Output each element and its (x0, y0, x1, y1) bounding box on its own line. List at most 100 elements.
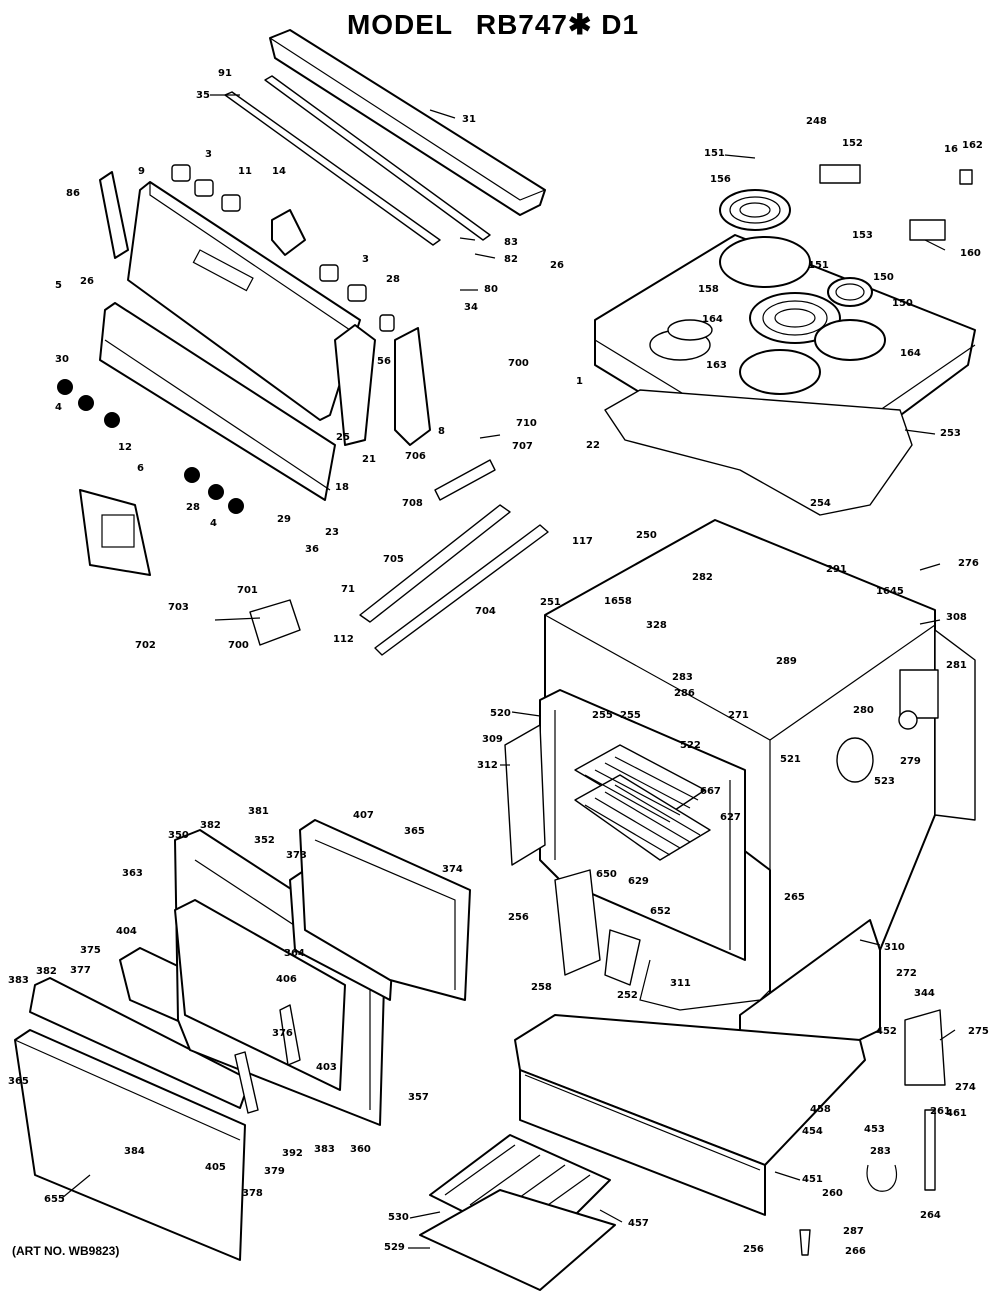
part-label: 4 (210, 518, 217, 529)
part-label: 383 (8, 975, 29, 986)
part-label: 702 (135, 640, 156, 651)
part-label: 3 (205, 149, 212, 160)
part-label: 150 (892, 298, 913, 309)
part-label: 382 (36, 966, 57, 977)
part-label: 650 (596, 869, 617, 880)
panel-glass-18 (99, 302, 336, 501)
part-label: 458 (810, 1104, 831, 1115)
part-label: 705 (383, 554, 404, 565)
part-label: 407 (353, 810, 374, 821)
part-label: 156 (710, 174, 731, 185)
part-label: 283 (870, 1146, 891, 1157)
part-label: 160 (960, 248, 981, 259)
part-label: 18 (335, 482, 349, 493)
part-label: 310 (884, 942, 905, 953)
end-cap-86 (99, 171, 129, 259)
part-label: 117 (572, 536, 593, 547)
part-label: 256 (508, 912, 529, 923)
part-label: 255 (620, 710, 641, 721)
part-label: 454 (802, 1126, 823, 1137)
part-label: 520 (490, 708, 511, 719)
part-label: 381 (248, 806, 269, 817)
part-label: 163 (706, 360, 727, 371)
part-label: 376 (272, 1028, 293, 1039)
part-label: 11 (238, 166, 252, 177)
drawer-bracket-275 (904, 1009, 946, 1086)
part-label: 309 (482, 734, 503, 745)
part-label: 365 (404, 826, 425, 837)
part-label: 344 (914, 988, 935, 999)
part-label: 357 (408, 1092, 429, 1103)
part-label: 452 (876, 1026, 897, 1037)
part-label: 162 (962, 140, 983, 151)
leader-lines (61, 94, 956, 1249)
trim-rail-35 (224, 75, 491, 246)
bake-element-311 (639, 959, 771, 1011)
part-label: 265 (784, 892, 805, 903)
part-label: 379 (264, 1166, 285, 1177)
part-label: 451 (802, 1174, 823, 1185)
part-label: 8 (438, 426, 445, 437)
part-label: 253 (940, 428, 961, 439)
part-label: 272 (896, 968, 917, 979)
part-label: 21 (362, 454, 376, 465)
part-label: 71 (341, 584, 355, 595)
part-label: 83 (504, 237, 518, 248)
part-label: 151 (808, 260, 829, 271)
part-label: 256 (743, 1244, 764, 1255)
part-label: 276 (958, 558, 979, 569)
part-label: 274 (955, 1082, 976, 1093)
part-number-labels: 91 35 31 3 11 14 9 86 5 30 26 4 12 6 28 … (8, 68, 989, 1257)
part-label: 1645 (876, 586, 904, 597)
part-label: 403 (316, 1062, 337, 1073)
part-label: 312 (477, 760, 498, 771)
part-label: 150 (873, 272, 894, 283)
light-housing-16 (79, 489, 151, 576)
part-label: 374 (442, 864, 463, 875)
side-panel-312 (504, 724, 546, 866)
door-window-364 (174, 899, 346, 1091)
part-label: 1 (576, 376, 583, 387)
part-label: 627 (720, 812, 741, 823)
part-label: 28 (386, 274, 400, 285)
part-label: 655 (44, 1194, 65, 1205)
part-label: 701 (237, 585, 258, 596)
side-trim-8 (394, 327, 431, 446)
part-label: 275 (968, 1026, 989, 1037)
part-label: 706 (405, 451, 426, 462)
part-label: 378 (242, 1188, 263, 1199)
part-label: 36 (305, 544, 319, 555)
part-label: 31 (462, 114, 476, 125)
part-label: 271 (728, 710, 749, 721)
burner-elements (719, 189, 886, 395)
part-label: 360 (350, 1144, 371, 1155)
part-label: 530 (388, 1212, 409, 1223)
art-number: (ART NO. WB9823) (12, 1244, 120, 1258)
storage-drawer-451 (514, 1014, 866, 1216)
part-label: 252 (617, 990, 638, 1001)
part-label: 82 (504, 254, 518, 265)
part-label: 707 (512, 441, 533, 452)
part-label: 112 (333, 634, 354, 645)
part-label: 700 (228, 640, 249, 651)
model-label: MODEL (346, 9, 454, 40)
cooktop-pan-253 (604, 389, 913, 516)
part-label: 29 (277, 514, 291, 525)
part-label: 26 (550, 260, 564, 271)
part-label: 22 (586, 440, 600, 451)
part-label: 280 (853, 705, 874, 716)
part-label: 255 (592, 710, 613, 721)
bracket-707 (434, 459, 496, 501)
part-label: 260 (822, 1188, 843, 1199)
oven-rack (574, 744, 711, 861)
part-label: 30 (55, 354, 69, 365)
part-label: 457 (628, 1218, 649, 1229)
part-label: 364 (284, 948, 305, 959)
part-label: 264 (920, 1210, 941, 1221)
knobs (57, 164, 395, 514)
part-label: 34 (464, 302, 478, 313)
latch-700 (214, 599, 301, 646)
part-label: 382 (200, 820, 221, 831)
part-label: 384 (124, 1146, 145, 1157)
